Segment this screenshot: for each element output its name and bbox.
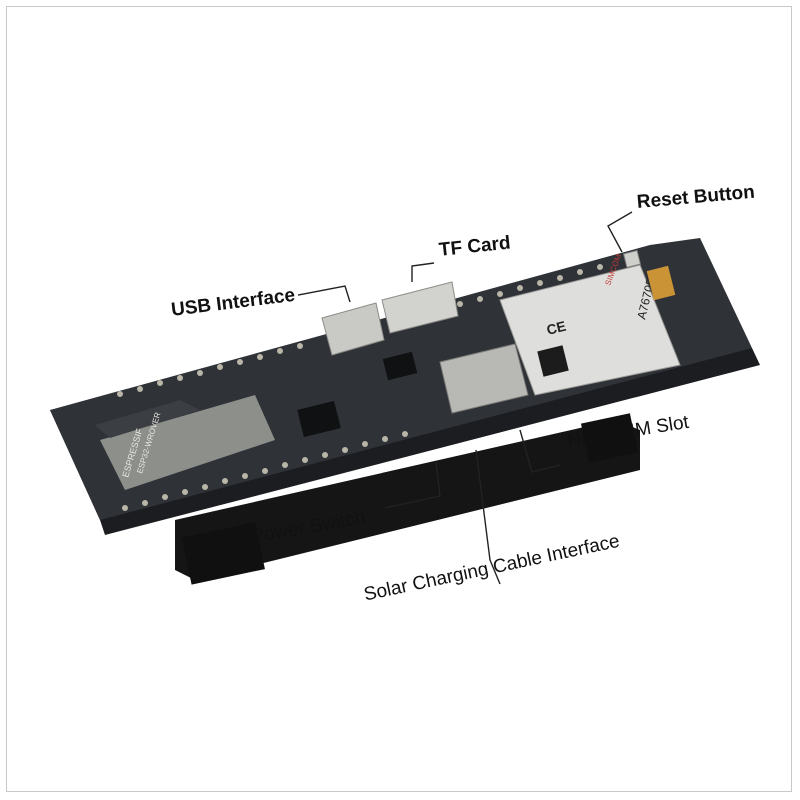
pin-row-top [117, 264, 603, 397]
leader-usb [297, 285, 351, 303]
battery-holder-foot-right [580, 413, 639, 463]
reset-button [622, 249, 642, 269]
esp32-antenna [95, 400, 200, 438]
leader-tf [411, 262, 435, 282]
esp32-module [100, 395, 275, 490]
leader-solar [475, 449, 501, 585]
chip-2 [297, 400, 341, 438]
pin-row-bottom [122, 431, 408, 511]
qr-code [537, 345, 569, 377]
leader-power [384, 461, 441, 509]
leader-lines [297, 211, 633, 585]
sim-ce-text: CE [545, 318, 568, 338]
gold-connector [646, 265, 676, 301]
leader-reset [607, 211, 633, 253]
usb-c-port [321, 302, 385, 356]
battery-holder [175, 420, 640, 580]
image-frame [6, 6, 792, 792]
chip-1 [382, 351, 418, 381]
battery-holder-foot-left [181, 522, 265, 585]
leader-sim [519, 429, 561, 473]
nano-sim-slot [439, 343, 529, 414]
tf-card-slot [381, 281, 459, 334]
